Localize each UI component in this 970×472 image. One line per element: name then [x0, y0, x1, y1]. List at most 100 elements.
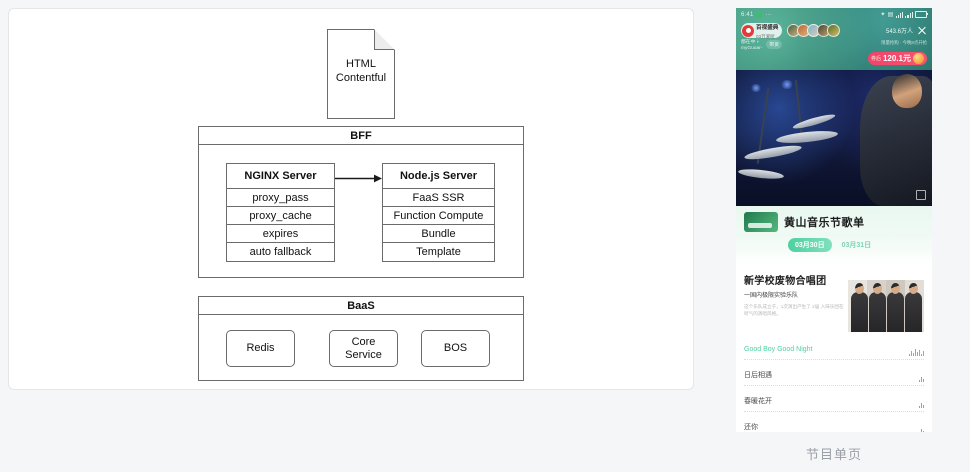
- festival-title: 黄山音乐节歌单: [784, 217, 865, 229]
- avatar: [827, 24, 841, 37]
- arrow-right-icon: [335, 174, 382, 183]
- list-item[interactable]: Good Boy Good Night: [744, 334, 924, 360]
- date-tab[interactable]: 03月31日: [841, 242, 872, 249]
- service-core-line1: Core: [351, 335, 376, 348]
- status-bar-left: 6:41 ···: [741, 11, 773, 18]
- band-member: [887, 283, 904, 332]
- band-member: [905, 283, 922, 332]
- stack-nodejs-server: Node.js Server FaaS SSR Function Compute…: [382, 163, 495, 262]
- waveform-icon: [909, 349, 924, 356]
- cymbal-stand: [794, 80, 804, 140]
- node-row-function-compute: Function Compute: [383, 207, 494, 225]
- battery-icon: [915, 11, 928, 18]
- stack-nginx-server: NGINX Server proxy_pass proxy_cache expi…: [226, 163, 335, 262]
- channel-text: 百视盛典 03万爱听: [756, 22, 778, 40]
- list-item[interactable]: 春暖花开: [744, 386, 924, 412]
- wifi-icon: ▤: [887, 12, 894, 18]
- stage-light: [780, 80, 794, 89]
- date-tab-active[interactable]: 03月30日: [788, 238, 832, 252]
- promo-price-pill[interactable]: 券后 120.1元: [867, 52, 927, 65]
- signal-bars-secondary-icon: [905, 11, 913, 18]
- live-header: 6:41 ··· ✦ ▤: [736, 8, 932, 70]
- service-core-service: Core Service: [329, 330, 398, 367]
- html-contentful-document-node: HTML Contentful: [327, 28, 396, 119]
- phone-mockup: 6:41 ··· ✦ ▤: [736, 8, 932, 464]
- band-member: [851, 283, 868, 332]
- waveform-icon: [919, 427, 924, 432]
- viewer-count: 543.6万人: [885, 29, 913, 35]
- nginx-row-expires: expires: [227, 225, 334, 243]
- bluetooth-icon: ✦: [880, 12, 886, 18]
- phone-screen: 6:41 ··· ✦ ▤: [736, 8, 932, 432]
- artist-name: 新学校废物合唱团: [744, 276, 827, 287]
- date-tabs: 03月30日 03月31日: [744, 238, 924, 252]
- status-bar-right: ✦ ▤: [880, 11, 928, 18]
- list-item[interactable]: 日后相遇: [744, 360, 924, 386]
- service-redis: Redis: [226, 330, 295, 367]
- song-title: 还你: [744, 424, 758, 431]
- channel-logo-icon: [742, 24, 754, 37]
- channel-name: 百视盛典: [756, 24, 779, 31]
- stage-light: [750, 84, 762, 92]
- artist-description: 这个乐队成立于，1次演出产生了 2届 入味乐团在 听气的演唱风格。: [744, 304, 844, 316]
- service-bos: BOS: [421, 330, 490, 367]
- nginx-server-header: NGINX Server: [227, 164, 334, 189]
- song-list: Good Boy Good Night 日后相遇 春暖花开 还你: [736, 332, 932, 432]
- artist-info: 新学校废物合唱团 一国内极限实验乐队 这个乐队成立于，1次演出产生了 2届 入味…: [744, 272, 848, 332]
- nginx-row-auto-fallback: auto fallback: [249, 246, 312, 258]
- service-core-service-label: Core Service: [345, 336, 382, 362]
- viewer-count-group: 543.6万人: [886, 26, 927, 36]
- lyric-text: 都在中 i- myGuoar-: [741, 40, 762, 52]
- festival-logo-icon: [744, 212, 778, 232]
- promo-price-label: 券后: [870, 56, 881, 62]
- service-core-line2: Service: [345, 348, 382, 361]
- wechat-icon: [756, 11, 763, 18]
- festival-banner-top: 黄山音乐节歌单: [744, 212, 924, 232]
- festival-banner: 黄山音乐节歌单 03月30日 03月31日: [736, 206, 932, 266]
- status-bar-time: 6:41: [741, 11, 754, 18]
- node-row-faas-ssr: FaaS SSR: [383, 189, 494, 207]
- promo-note: 限量抢购 · 今晚8点开抢: [881, 40, 927, 45]
- waveform-icon: [919, 401, 924, 408]
- drummer-head: [892, 74, 922, 108]
- document-label-line2: Contentful: [335, 72, 387, 84]
- service-bos-label: BOS: [443, 342, 468, 354]
- nginx-row-proxy-cache: proxy_cache: [227, 207, 334, 225]
- fullscreen-icon[interactable]: [916, 190, 926, 200]
- artist-subtitle: 一国内极限实验乐队: [744, 293, 799, 299]
- promo-price-value: 120.1元: [882, 54, 911, 63]
- document-label: HTML Contentful: [327, 57, 395, 85]
- coin-icon: [913, 53, 924, 64]
- group-baas: BaaS Redis Core Service BOS: [198, 296, 524, 381]
- channel-chip[interactable]: 百视盛典 03万爱听: [741, 22, 783, 40]
- node-row-template: Template: [416, 246, 461, 258]
- document-label-line1: HTML: [346, 58, 376, 70]
- live-video-player[interactable]: [736, 70, 932, 206]
- artist-card[interactable]: 新学校废物合唱团 一国内极限实验乐队 这个乐队成立于，1次演出产生了 2届 入味…: [736, 266, 932, 332]
- shopping-chip[interactable]: 带货: [766, 40, 782, 49]
- cymbal: [743, 143, 803, 162]
- page-caption: 节目单页: [805, 447, 862, 462]
- group-baas-title: BaaS: [199, 297, 523, 315]
- nginx-row-proxy-pass: proxy_pass: [227, 189, 334, 207]
- group-bff-title: BFF: [199, 127, 523, 145]
- song-title: 日后相遇: [744, 372, 772, 379]
- band-member: [869, 283, 886, 332]
- promo-price-group: 限量抢购 · 今晚8点开抢 券后 120.1元: [867, 40, 927, 65]
- lyric-line-2: myGuoar-: [741, 46, 763, 51]
- status-bar-extra-icon: ···: [765, 11, 773, 18]
- waveform-icon: [919, 375, 924, 382]
- architecture-diagram-card: HTML Contentful BFF NGINX Server proxy_p…: [8, 8, 694, 390]
- nodejs-server-header: Node.js Server: [383, 164, 494, 189]
- group-bff: BFF NGINX Server proxy_pass proxy_cache …: [198, 126, 524, 278]
- service-redis-label: Redis: [246, 342, 275, 354]
- node-row-bundle: Bundle: [383, 225, 494, 243]
- song-title: Good Boy Good Night: [744, 346, 813, 353]
- list-item[interactable]: 还你: [744, 412, 924, 432]
- viewer-avatars[interactable]: [787, 24, 841, 37]
- lyric-line-1: 都在中 i-: [741, 40, 760, 45]
- channel-subscribers: 03万爱听: [756, 33, 775, 39]
- song-title: 春暖花开: [744, 398, 772, 405]
- close-icon[interactable]: [917, 26, 927, 36]
